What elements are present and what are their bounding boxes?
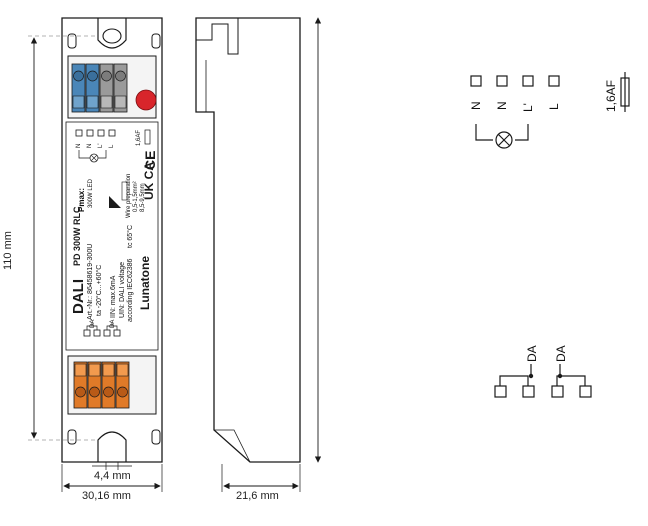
front-dimensions bbox=[28, 35, 163, 492]
label-term-square-4 bbox=[108, 129, 116, 137]
side-width-dimension-label: 21,6 mm bbox=[236, 490, 279, 502]
schem-da-square-2 bbox=[522, 385, 535, 398]
dali-schematic bbox=[494, 364, 592, 398]
label-terminal-symbols bbox=[75, 129, 151, 163]
label-da-symbols bbox=[83, 322, 121, 337]
terminal-release-2 bbox=[86, 95, 99, 109]
red-push-button bbox=[135, 89, 157, 111]
hole-dimension-label: 4,4 mm bbox=[94, 470, 131, 482]
label-in-current: IIN: max.6mA bbox=[110, 275, 117, 318]
label-term-n1: N bbox=[76, 143, 82, 148]
label-wire-prep: Wire preparation bbox=[126, 173, 132, 218]
dali-screw-2 bbox=[89, 386, 100, 398]
label-term-square-2 bbox=[86, 129, 94, 137]
label-lamp-wiring bbox=[78, 150, 107, 159]
side-housing-outline bbox=[195, 17, 301, 463]
schem-terminal-n1 bbox=[470, 75, 482, 87]
schem-da-square-1 bbox=[494, 385, 507, 398]
label-temp-range: ta -20°C...+60°C bbox=[96, 264, 103, 316]
schem-fuse-label: 1,6AF bbox=[604, 79, 618, 112]
schem-da-label-1: DA bbox=[525, 345, 539, 362]
label-un-voltage: UIN: DALI voltage bbox=[119, 261, 126, 318]
front-view bbox=[61, 17, 163, 463]
schem-terminal-n2 bbox=[496, 75, 508, 87]
top-right-slot bbox=[151, 33, 161, 49]
label-term-l: L bbox=[109, 144, 115, 148]
schem-terminal-l-prime bbox=[522, 75, 534, 87]
schem-label-l: L bbox=[547, 103, 561, 110]
bottom-right-slot bbox=[151, 429, 161, 445]
schem-da-label-2: DA bbox=[554, 345, 568, 362]
label-fuse-text: 1,6AF bbox=[136, 129, 142, 146]
schem-da-junction-2 bbox=[557, 373, 563, 379]
top-left-slot bbox=[67, 33, 77, 49]
schem-label-n1: N bbox=[469, 101, 483, 110]
schem-lamp-cross bbox=[497, 133, 511, 147]
schem-da-square-3 bbox=[551, 385, 564, 398]
label-article: Art.-Nr.: 86458619-300U bbox=[87, 243, 94, 320]
schem-da-wiring bbox=[499, 364, 586, 386]
schem-label-l-prime: L' bbox=[521, 103, 535, 112]
dali-terminal-block bbox=[73, 361, 130, 409]
schem-lamp-wiring bbox=[475, 124, 529, 141]
terminal-screw-4 bbox=[115, 70, 126, 82]
width-dimension-label: 30,16 mm bbox=[82, 490, 131, 502]
schem-lamp bbox=[495, 131, 513, 149]
dali-release-1 bbox=[74, 363, 87, 377]
dali-release-2 bbox=[88, 363, 101, 377]
label-ce-mark: CE bbox=[142, 150, 158, 170]
label-term-square-1 bbox=[75, 129, 83, 137]
dali-screw-1 bbox=[75, 386, 86, 398]
mains-terminal-block bbox=[71, 63, 128, 113]
label-fuse-symbol bbox=[144, 129, 151, 145]
front-label-area bbox=[65, 121, 159, 351]
label-term-l-prime: L' bbox=[98, 143, 104, 148]
label-da-wiring bbox=[86, 322, 118, 330]
bottom-left-slot bbox=[67, 429, 77, 445]
label-term-n2: N bbox=[87, 143, 93, 148]
label-warning-triangle bbox=[109, 196, 121, 208]
label-da-1: DA bbox=[90, 319, 96, 328]
label-pmax-value: 300W LED bbox=[88, 178, 94, 208]
label-standard: according IEC62386 bbox=[127, 258, 134, 322]
dali-screw-4 bbox=[117, 386, 128, 398]
label-model: PD 300W RLC bbox=[72, 206, 82, 266]
side-view bbox=[195, 17, 322, 492]
schem-da-square-4 bbox=[579, 385, 592, 398]
schem-label-n2: N bbox=[495, 101, 509, 110]
dali-release-4 bbox=[116, 363, 129, 377]
schem-terminal-l bbox=[548, 75, 560, 87]
label-tc: tc 65°C bbox=[127, 224, 134, 248]
terminal-release-4 bbox=[114, 95, 127, 109]
terminal-release-1 bbox=[72, 95, 85, 109]
terminal-release-3 bbox=[100, 95, 113, 109]
label-manufacturer: Lunatone bbox=[138, 256, 152, 310]
terminal-screw-1 bbox=[73, 70, 84, 82]
top-mounting-hole bbox=[102, 28, 122, 44]
label-lamp-symbol bbox=[89, 153, 99, 163]
dali-release-3 bbox=[102, 363, 115, 377]
schem-da-junction-1 bbox=[528, 373, 534, 379]
label-da-2: DA bbox=[110, 319, 116, 328]
label-lamp-cross bbox=[90, 154, 98, 162]
side-top-clip bbox=[196, 18, 239, 55]
top-mounting-tab bbox=[97, 18, 127, 49]
terminal-screw-2 bbox=[87, 70, 98, 82]
label-wire-cross: 0,5-1,5mm² bbox=[133, 181, 139, 212]
side-bottom-notch bbox=[214, 429, 251, 463]
bottom-mounting-tab bbox=[97, 431, 127, 462]
label-term-square-3 bbox=[97, 129, 105, 137]
terminal-screw-3 bbox=[101, 70, 112, 82]
mains-schematic bbox=[470, 72, 630, 149]
label-brand: DALI bbox=[70, 279, 87, 314]
height-dimension-label: 110 mm bbox=[2, 231, 14, 270]
label-wire-strip-symbol bbox=[121, 181, 128, 201]
dali-screw-3 bbox=[103, 386, 114, 398]
